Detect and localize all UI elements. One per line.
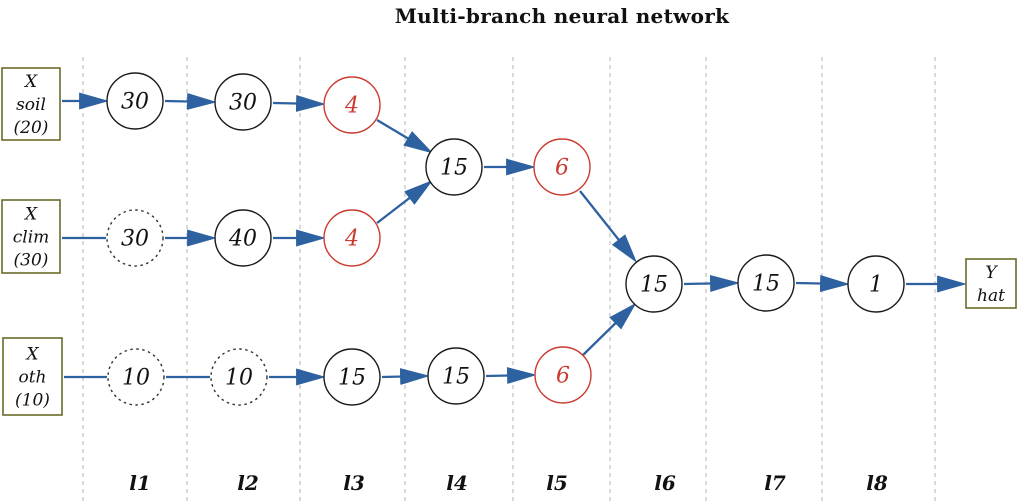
node-l2-clim: 40: [214, 209, 272, 267]
node-l2-soil: 30: [214, 73, 272, 131]
node-units-count: 15: [752, 272, 780, 297]
node-units-count: 15: [338, 366, 366, 391]
node-l1-oth: 10: [107, 348, 165, 406]
node-l8: 1: [847, 255, 905, 313]
connection-arrow: [272, 95, 326, 112]
node-l1-clim: 30: [106, 209, 164, 267]
node-l1-soil: 30: [106, 72, 164, 130]
node-circle: [214, 73, 272, 131]
node-units-count: 10: [225, 366, 253, 391]
diagram-title: Multi-branch neural network: [394, 4, 730, 28]
node-units-count: 6: [555, 156, 569, 181]
input-box: [1, 67, 61, 141]
node-units-count: 15: [442, 365, 470, 390]
connection-arrow: [581, 302, 637, 357]
node-l3-oth: 15: [323, 348, 381, 406]
connection-arrow: [164, 93, 217, 110]
connection-arrow: [376, 119, 434, 154]
layer-label-l5: l5: [546, 471, 568, 495]
node-circle: [210, 348, 268, 406]
node-l4-oth: 15: [427, 347, 485, 405]
input-box: [1, 199, 61, 274]
node-circle: [323, 76, 381, 134]
input-label-line: clim: [13, 227, 50, 247]
node-circle: [737, 254, 795, 312]
input-label-line: (20): [14, 118, 49, 138]
node-l2-oth: 10: [210, 348, 268, 406]
node-units-count: 1: [869, 273, 883, 298]
node-units-count: 4: [344, 227, 359, 252]
node-circle: [847, 255, 905, 313]
node-units-count: 15: [440, 156, 468, 181]
node-l4-merge: 15: [425, 138, 483, 196]
layer-label-l6: l6: [654, 471, 676, 495]
node-circle: [107, 348, 165, 406]
output-label-line: hat: [977, 286, 1005, 306]
node-circle: [625, 255, 683, 313]
node-l5-oth: 6: [534, 346, 592, 404]
node-l3-clim: 4: [323, 209, 381, 267]
node-circle: [106, 72, 164, 130]
node-units-count: 4: [344, 94, 359, 119]
node-l3-soil: 4: [323, 76, 381, 134]
node-circle: [106, 209, 164, 267]
input-label-line: X: [24, 344, 39, 364]
input-box: [2, 337, 63, 416]
layer-label-l3: l3: [343, 471, 365, 495]
input-label-line: oth: [18, 367, 46, 387]
layer-label-l1: l1: [129, 471, 151, 495]
connection-arrow: [376, 179, 433, 224]
node-circle: [533, 138, 591, 196]
connection-arrow: [683, 275, 740, 292]
connection-arrow: [485, 367, 537, 385]
input-label-line: X: [23, 204, 38, 224]
node-l6-merge: 15: [625, 255, 683, 313]
node-circle: [427, 347, 485, 405]
node-l5-top: 6: [533, 138, 591, 196]
node-circle: [214, 209, 272, 267]
node-units-count: 30: [121, 90, 149, 115]
node-units-count: 30: [229, 91, 257, 116]
connection-arrow: [795, 275, 850, 292]
node-units-count: 15: [640, 273, 668, 298]
node-l7: 15: [737, 254, 795, 312]
node-units-count: 6: [556, 364, 570, 389]
output-box: [965, 258, 1017, 309]
layer-label-l4: l4: [446, 471, 468, 495]
node-circle: [425, 138, 483, 196]
node-circle: [534, 346, 592, 404]
node-units-count: 30: [121, 227, 149, 252]
input-label-line: X: [23, 72, 38, 92]
layer-label-l2: l2: [237, 471, 259, 495]
node-circle: [323, 209, 381, 267]
node-units-count: 10: [122, 366, 150, 391]
output-label-line: Y: [985, 263, 998, 283]
layer-label-l8: l8: [866, 471, 888, 495]
input-label-line: (30): [14, 250, 49, 270]
connection-arrow: [381, 368, 430, 386]
input-label-line: (10): [15, 390, 50, 410]
node-units-count: 40: [228, 227, 257, 252]
connection-arrow: [579, 190, 638, 263]
input-label-line: soil: [16, 95, 46, 115]
node-circle: [323, 348, 381, 406]
layer-label-l7: l7: [764, 471, 786, 495]
